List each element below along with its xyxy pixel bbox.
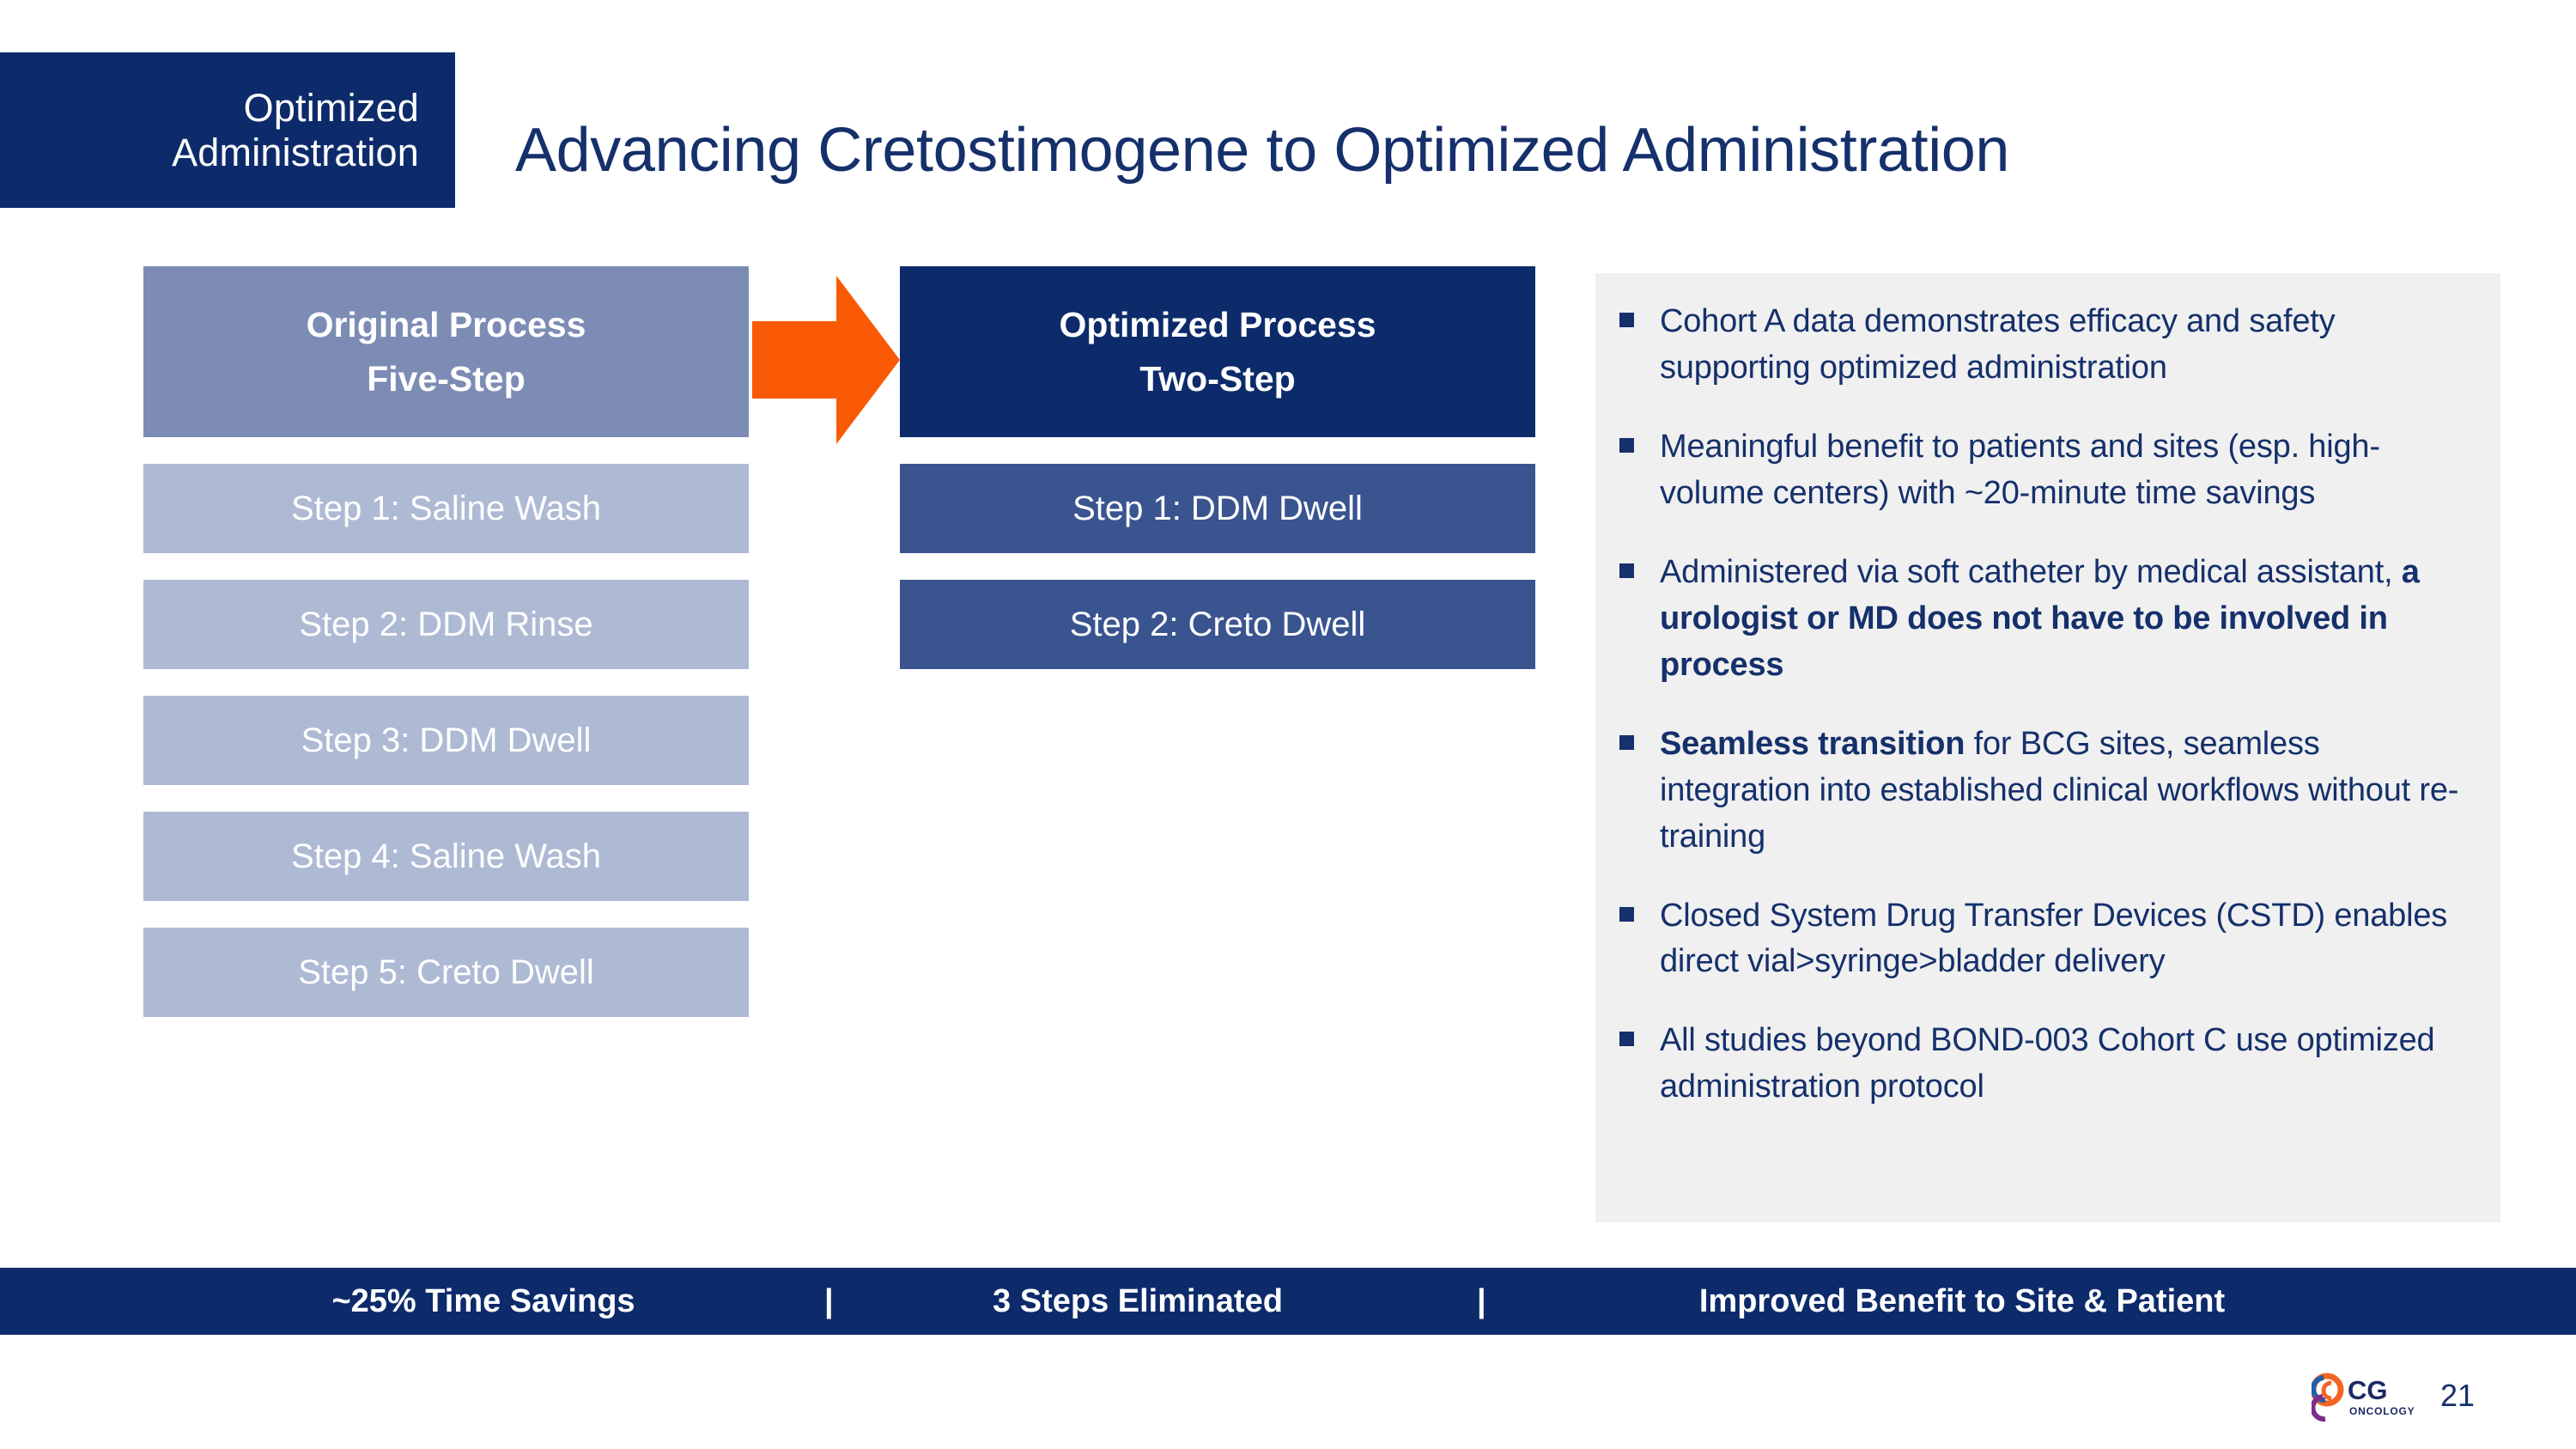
- square-bullet-icon: [1619, 563, 1634, 578]
- summary-banner: ~25% Time Savings | 3 Steps Eliminated |…: [0, 1268, 2576, 1335]
- note-text: Closed System Drug Transfer Devices (CST…: [1660, 897, 2448, 980]
- section-tag-line-2: Administration: [172, 130, 419, 174]
- process-step-original-3: Step 3: DDM Dwell: [143, 696, 749, 785]
- note-item: Closed System Drug Transfer Devices (CST…: [1619, 893, 2459, 986]
- note-item: Meaningful benefit to patients and sites…: [1619, 424, 2459, 517]
- banner-separator: |: [1477, 1282, 1486, 1319]
- note-text: Cohort A data demonstrates efficacy and …: [1660, 303, 2336, 386]
- note-text: Meaningful benefit to patients and sites…: [1660, 428, 2380, 511]
- cg-oncology-logo: CG ONCOLOGY: [2312, 1373, 2415, 1422]
- square-bullet-icon: [1619, 437, 1634, 453]
- banner-item-improved-benefit: Improved Benefit to Site & Patient: [1698, 1282, 2226, 1319]
- process-step-optimized-1: Step 1: DDM Dwell: [900, 464, 1535, 553]
- process-column-optimized: Optimized Process Two-Step Step 1: DDM D…: [900, 266, 1535, 669]
- process-step-original-4: Step 4: Saline Wash: [143, 812, 749, 901]
- banner-separator: |: [824, 1282, 834, 1319]
- process-step-original-5: Step 5: Creto Dwell: [143, 928, 749, 1017]
- square-bullet-icon: [1619, 734, 1634, 750]
- process-step-original-2: Step 2: DDM Rinse: [143, 580, 749, 669]
- note-item: All studies beyond BOND-003 Cohort C use…: [1619, 1018, 2459, 1111]
- note-text: Administered via soft catheter by medica…: [1660, 553, 2420, 683]
- page-number: 21: [2440, 1378, 2476, 1413]
- page-title: Advancing Cretostimogene to Optimized Ad…: [515, 116, 2010, 185]
- section-tag-line-1: Optimized: [243, 86, 419, 131]
- process-header-original: Original Process Five-Step: [143, 266, 749, 437]
- process-header-optimized-line-2: Two-Step: [1139, 358, 1296, 399]
- svg-text:CG: CG: [2348, 1375, 2388, 1405]
- process-header-original-line-2: Five-Step: [367, 358, 526, 399]
- square-bullet-icon: [1619, 1032, 1634, 1047]
- note-item: Cohort A data demonstrates efficacy and …: [1619, 299, 2459, 392]
- note-item: Seamless transition for BCG sites, seaml…: [1619, 721, 2459, 861]
- process-column-original: Original Process Five-Step Step 1: Salin…: [143, 266, 749, 1017]
- process-step-original-1: Step 1: Saline Wash: [143, 464, 749, 553]
- process-header-optimized-line-1: Optimized Process: [1059, 305, 1376, 345]
- process-step-optimized-2: Step 2: Creto Dwell: [900, 580, 1535, 669]
- svg-text:ONCOLOGY: ONCOLOGY: [2349, 1405, 2415, 1417]
- process-header-optimized: Optimized Process Two-Step: [900, 266, 1535, 437]
- square-bullet-icon: [1619, 906, 1634, 922]
- process-header-original-line-1: Original Process: [306, 305, 586, 345]
- square-bullet-icon: [1619, 313, 1634, 327]
- section-tag: Optimized Administration: [0, 52, 455, 208]
- note-text: Seamless transition for BCG sites, seaml…: [1660, 725, 2459, 855]
- notes-panel: Cohort A data demonstrates efficacy and …: [1595, 273, 2500, 1222]
- banner-item-steps-eliminated: 3 Steps Eliminated: [993, 1282, 1283, 1319]
- note-text: All studies beyond BOND-003 Cohort C use…: [1660, 1022, 2435, 1105]
- note-item: Administered via soft catheter by medica…: [1619, 550, 2459, 689]
- banner-item-time-savings: ~25% Time Savings: [331, 1282, 635, 1319]
- right-arrow-icon: [752, 276, 900, 444]
